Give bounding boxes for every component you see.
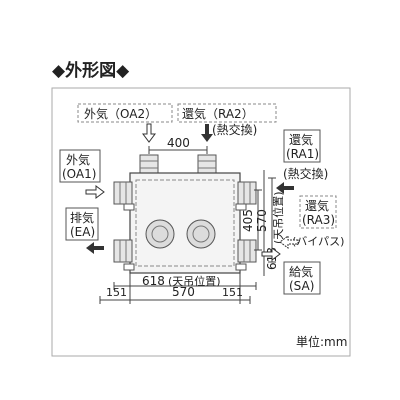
svg-text:外気: 外気 bbox=[66, 152, 90, 167]
label-ra3: 還気 (RA3) (バイパス) bbox=[292, 195, 344, 248]
drawing-title: ◆外形図◆ bbox=[52, 60, 130, 81]
dimension-bottom-right: 151 bbox=[222, 286, 243, 299]
svg-text:405: 405 bbox=[241, 209, 255, 232]
arrow-ra3-dashed-icon bbox=[279, 235, 299, 249]
duct-right-upper bbox=[237, 181, 257, 205]
duct-top-right bbox=[197, 154, 217, 176]
hanger-bracket-bottom-left bbox=[123, 263, 135, 271]
arrow-ra1-solid-icon bbox=[276, 182, 294, 194]
dimension-bottom-mid: 570 bbox=[172, 285, 195, 299]
duct-left-lower bbox=[113, 239, 133, 263]
arrow-oa1-outline-icon bbox=[85, 185, 105, 199]
svg-text:(天吊位置): (天吊位置) bbox=[168, 274, 221, 288]
svg-text:還気: 還気 bbox=[305, 198, 329, 213]
arrow-ea-solid-icon bbox=[86, 242, 104, 254]
hanger-bracket-top-left bbox=[123, 203, 135, 211]
svg-text:還気: 還気 bbox=[289, 132, 313, 147]
label-oa1: 外気 (OA1) bbox=[59, 149, 101, 183]
svg-text:外気（OA2）: 外気（OA2） bbox=[84, 106, 157, 121]
arrow-sa-outline-icon bbox=[261, 247, 281, 261]
dimension-bottom-left: 151 bbox=[106, 286, 127, 299]
dimension-top-pitch: 400 bbox=[148, 136, 208, 154]
arrow-oa2-outline-icon bbox=[142, 123, 156, 143]
label-sa: 給気 (SA) bbox=[283, 261, 321, 295]
svg-text:(天吊位置): (天吊位置) bbox=[271, 191, 285, 244]
svg-text:618: 618 bbox=[142, 274, 165, 288]
svg-text:(熱交換): (熱交換) bbox=[212, 122, 257, 137]
hanger-bracket-top-right bbox=[235, 203, 247, 211]
svg-text:(熱交換): (熱交換) bbox=[283, 166, 328, 181]
label-ea: 排気 (EA) bbox=[65, 207, 99, 241]
svg-text:(RA1): (RA1) bbox=[286, 147, 319, 161]
dimension-bottom-row: 151 570 151 bbox=[99, 272, 251, 304]
svg-text:(EA): (EA) bbox=[70, 225, 95, 239]
hanger-bracket-bottom-right bbox=[235, 263, 247, 271]
label-oa2: 外気（OA2） bbox=[77, 103, 173, 123]
unit-body bbox=[129, 172, 241, 274]
duct-top-left bbox=[139, 154, 159, 176]
drawing-frame bbox=[51, 87, 351, 357]
svg-text:排気: 排気 bbox=[70, 210, 94, 225]
label-ra2: 還気（RA2） (熱交換) bbox=[177, 103, 277, 137]
duct-right-lower bbox=[237, 239, 257, 263]
arrow-ra2-solid-icon bbox=[201, 124, 213, 142]
svg-text:給気: 給気 bbox=[289, 264, 313, 279]
duct-left-upper bbox=[113, 181, 133, 205]
svg-text:400: 400 bbox=[167, 136, 190, 150]
svg-text:(OA1): (OA1) bbox=[62, 167, 96, 181]
svg-text:570: 570 bbox=[255, 209, 269, 232]
dimension-bottom-outer: 618 (天吊位置) bbox=[113, 274, 257, 290]
svg-text:還気（RA2）: 還気（RA2） bbox=[182, 106, 254, 121]
dimension-height-inner: 405 bbox=[241, 189, 262, 251]
label-ra1: 還気 (RA1) (熱交換) bbox=[283, 129, 328, 181]
unit-label: 単位:mm bbox=[296, 334, 347, 349]
svg-text:(RA3): (RA3) bbox=[302, 213, 335, 227]
svg-text:(バイパス): (バイパス) bbox=[292, 235, 344, 248]
svg-text:(SA): (SA) bbox=[289, 279, 314, 293]
